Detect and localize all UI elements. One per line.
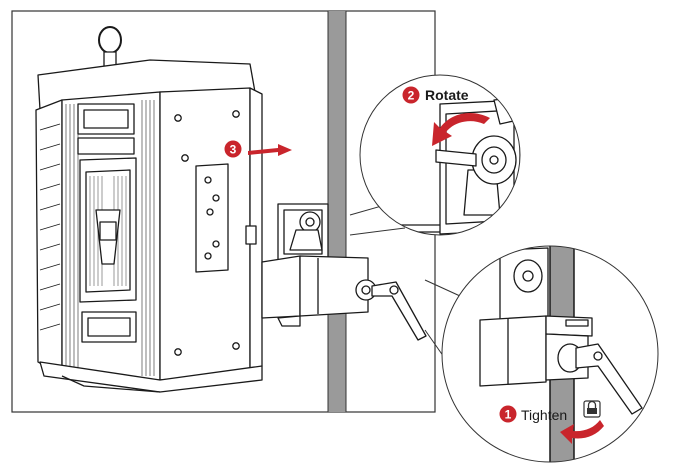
- step-2-label: Rotate: [425, 87, 469, 103]
- mounting-pole: [327, 11, 347, 412]
- step-2-number: 2: [408, 89, 415, 103]
- lock-icon: [583, 400, 601, 418]
- step-3: 3: [224, 140, 292, 158]
- light-fixture: [35, 26, 263, 393]
- step-3-number: 3: [230, 143, 237, 157]
- step-2: 2 Rotate: [402, 86, 469, 104]
- step-1-number: 1: [505, 408, 512, 422]
- pole-clamp: [261, 203, 427, 341]
- direction-arrow-icon: [248, 144, 292, 156]
- tighten-arrow-icon: [560, 420, 604, 444]
- step-3-badge: [224, 140, 242, 158]
- step-1-label: Tighten: [521, 407, 567, 423]
- rotate-callout: [359, 74, 521, 236]
- step-2-badge: [402, 86, 420, 104]
- rotate-arrow-icon: [432, 113, 490, 146]
- tighten-callout: [441, 245, 659, 463]
- step-1: 1 Tighten: [499, 400, 604, 444]
- step-1-badge: [499, 405, 517, 423]
